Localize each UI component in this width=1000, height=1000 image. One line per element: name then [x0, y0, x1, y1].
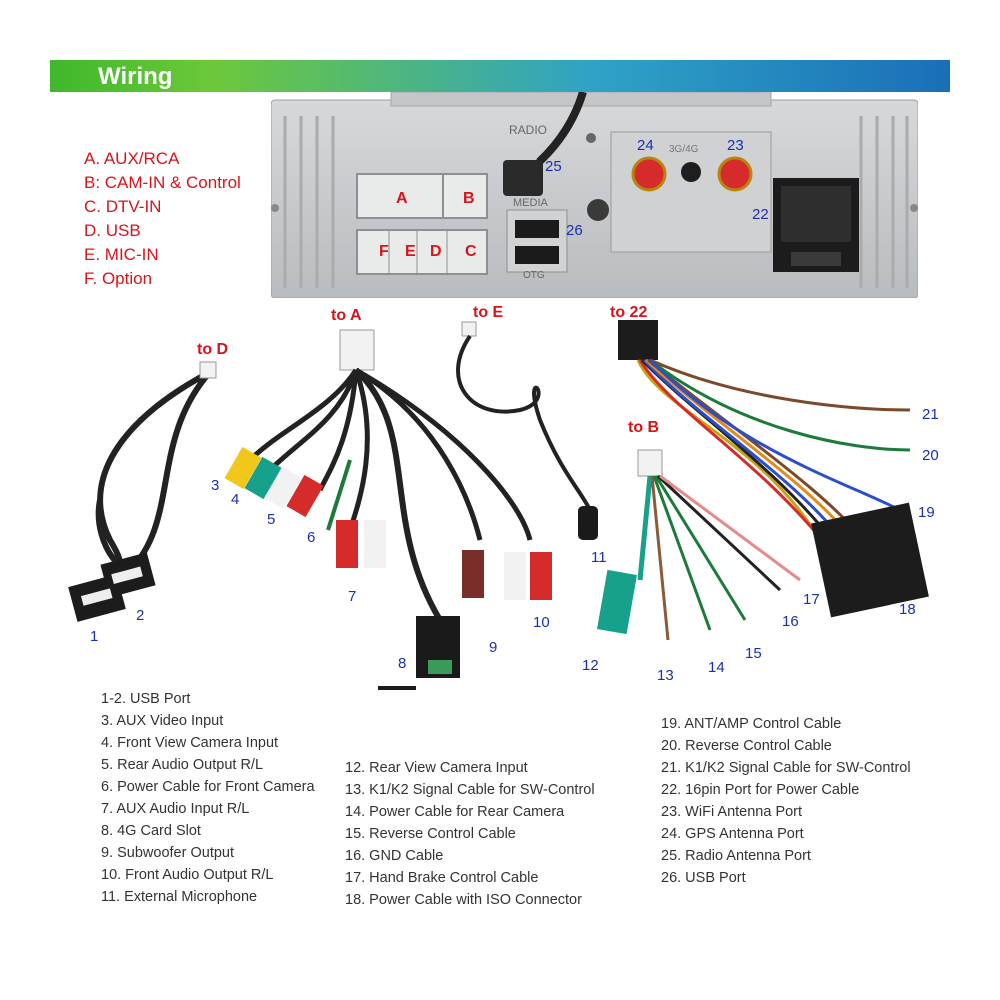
description-item: 13. K1/K2 Signal Cable for SW-Control	[345, 782, 595, 798]
description-item: 18. Power Cable with ISO Connector	[345, 892, 582, 908]
plug-d-label: D	[430, 243, 442, 260]
description-item: 11. External Microphone	[101, 889, 258, 905]
callout-4: 4	[231, 491, 240, 508]
legend-item: B: CAM-IN & Control	[84, 173, 241, 192]
callout-10: 10	[533, 614, 550, 631]
description-item: 15. Reverse Control Cable	[345, 826, 516, 842]
description-list-2: 12. Rear View Camera Input 13. K1/K2 Sig…	[345, 757, 595, 911]
callout-6: 6	[307, 529, 316, 546]
callout-24: 24	[637, 137, 654, 154]
callout-3: 3	[211, 477, 220, 494]
legend-item: E. MIC-IN	[84, 245, 159, 264]
description-item: 25. Radio Antenna Port	[661, 848, 811, 864]
description-item: 1-2. USB Port	[101, 691, 191, 707]
legend-item: A. AUX/RCA	[84, 149, 180, 168]
panel-silk-text: RADIO MEDIA OTG 3G/4G	[509, 123, 699, 281]
callout-7: 7	[348, 588, 357, 605]
callout-14: 14	[708, 659, 725, 676]
callout-5: 5	[267, 511, 276, 528]
description-item: 21. K1/K2 Signal Cable for SW-Control	[661, 760, 911, 776]
description-item: 9. Subwoofer Output	[101, 845, 234, 861]
callout-2: 2	[136, 607, 145, 624]
callout-1: 1	[90, 628, 99, 645]
callout-16: 16	[782, 613, 799, 630]
silk-radio: RADIO	[509, 123, 547, 137]
description-item: 23. WiFi Antenna Port	[661, 804, 803, 820]
silk-media: MEDIA	[513, 197, 549, 209]
title-banner: Wiring	[50, 60, 950, 92]
description-item: 24. GPS Antenna Port	[661, 826, 804, 842]
callout-19: 19	[918, 504, 935, 521]
plug-b-label: B	[463, 190, 475, 207]
callout-11: 11	[591, 549, 607, 566]
description-item: 7. AUX Audio Input R/L	[101, 801, 250, 817]
description-item: 4. Front View Camera Input	[101, 735, 279, 751]
silk-gps-wifi: 3G/4G	[669, 144, 699, 155]
description-item: 5. Rear Audio Output R/L	[101, 757, 264, 773]
page-title: Wiring	[98, 63, 173, 90]
callout-18: 18	[899, 601, 916, 618]
plug-c-label: C	[465, 243, 477, 260]
legend-item: D. USB	[84, 221, 141, 240]
to-22-label: to 22	[610, 304, 648, 321]
plug-a-label: A	[396, 190, 408, 207]
callout-25: 25	[545, 158, 562, 175]
description-item: 19. ANT/AMP Control Cable	[661, 716, 842, 732]
to-b-label: to B	[628, 419, 660, 436]
description-item: 8. 4G Card Slot	[101, 823, 201, 839]
description-item: 12. Rear View Camera Input	[345, 760, 528, 776]
description-item: 26. USB Port	[661, 870, 746, 886]
description-item: 16. GND Cable	[345, 848, 444, 864]
description-item: 14. Power Cable for Rear Camera	[345, 804, 565, 820]
description-item: 10. Front Audio Output R/L	[101, 867, 274, 883]
callout-8: 8	[398, 655, 407, 672]
cables-illustration	[68, 320, 929, 690]
legend-item: C. DTV-IN	[84, 197, 162, 216]
description-item: 17. Hand Brake Control Cable	[345, 870, 539, 886]
callout-13: 13	[657, 667, 674, 684]
callout-17: 17	[803, 591, 820, 608]
ports-legend: A. AUX/RCA B: CAM-IN & Control C. DTV-IN…	[84, 147, 241, 291]
description-item: 3. AUX Video Input	[101, 713, 224, 729]
callout-21: 21	[922, 406, 939, 423]
description-list-3: 19. ANT/AMP Control Cable 20. Reverse Co…	[661, 713, 911, 889]
rear-panel: RADIO MEDIA OTG 3G/4G	[271, 92, 918, 298]
callout-23: 23	[727, 137, 744, 154]
to-e-label: to E	[473, 304, 504, 321]
plug-f-label: F	[379, 243, 389, 260]
callout-26: 26	[566, 222, 583, 239]
callout-9: 9	[489, 639, 498, 656]
to-d-label: to D	[197, 341, 229, 358]
description-item: 22. 16pin Port for Power Cable	[661, 782, 860, 798]
silk-otg: OTG	[523, 270, 545, 281]
callout-22: 22	[752, 206, 769, 223]
legend-item: F. Option	[84, 269, 153, 288]
to-a-label: to A	[331, 307, 362, 324]
callout-15: 15	[745, 645, 762, 662]
plug-e-label: E	[405, 243, 416, 260]
description-list-1: 1-2. USB Port 3. AUX Video Input 4. Fron…	[101, 688, 315, 908]
description-item: 6. Power Cable for Front Camera	[101, 779, 315, 795]
callout-12: 12	[582, 657, 599, 674]
description-item: 20. Reverse Control Cable	[661, 738, 832, 754]
callout-20: 20	[922, 447, 939, 464]
